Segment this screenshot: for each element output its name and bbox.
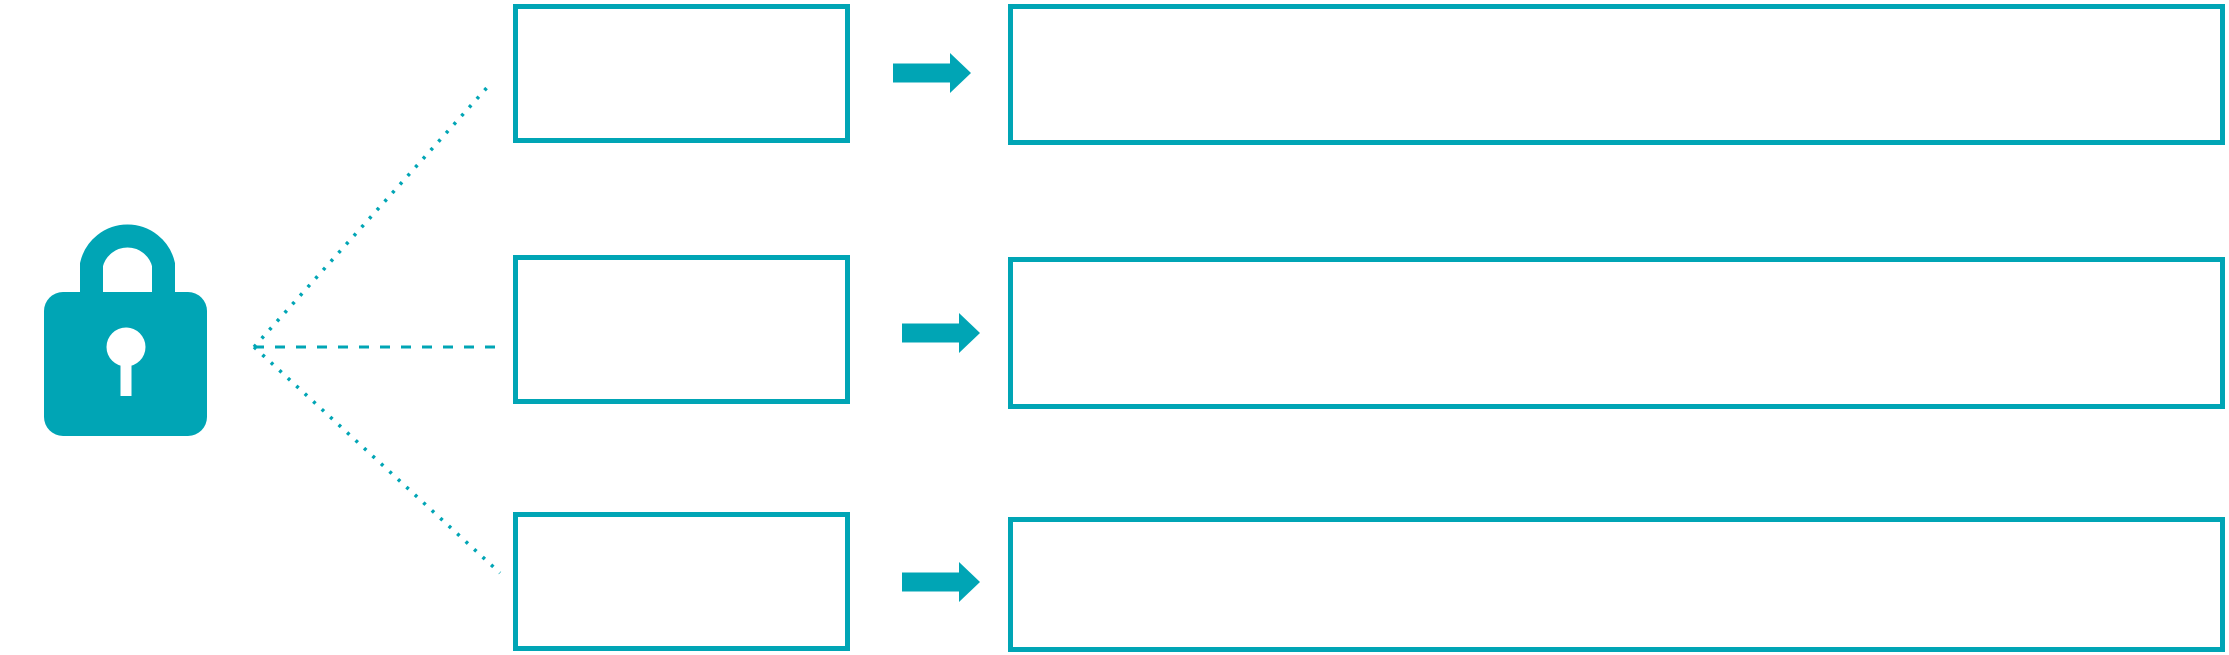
- term-box-1: [513, 4, 850, 143]
- term-box-2: [513, 255, 850, 404]
- right-arrow-icon: [902, 313, 980, 353]
- definition-box-2: [1008, 257, 2225, 409]
- connector-dotted-line-top: [252, 80, 494, 349]
- definition-box-3: [1008, 517, 2225, 652]
- definition-box-1: [1008, 4, 2225, 145]
- right-arrow-icon: [902, 562, 980, 602]
- right-arrow-icon: [893, 53, 971, 93]
- padlock-icon: [35, 208, 215, 440]
- padlock-shackle: [80, 224, 175, 310]
- term-box-3: [513, 512, 850, 651]
- connector-dotted-line-bottom: [252, 345, 502, 575]
- padlock-keyhole-stem: [120, 347, 132, 396]
